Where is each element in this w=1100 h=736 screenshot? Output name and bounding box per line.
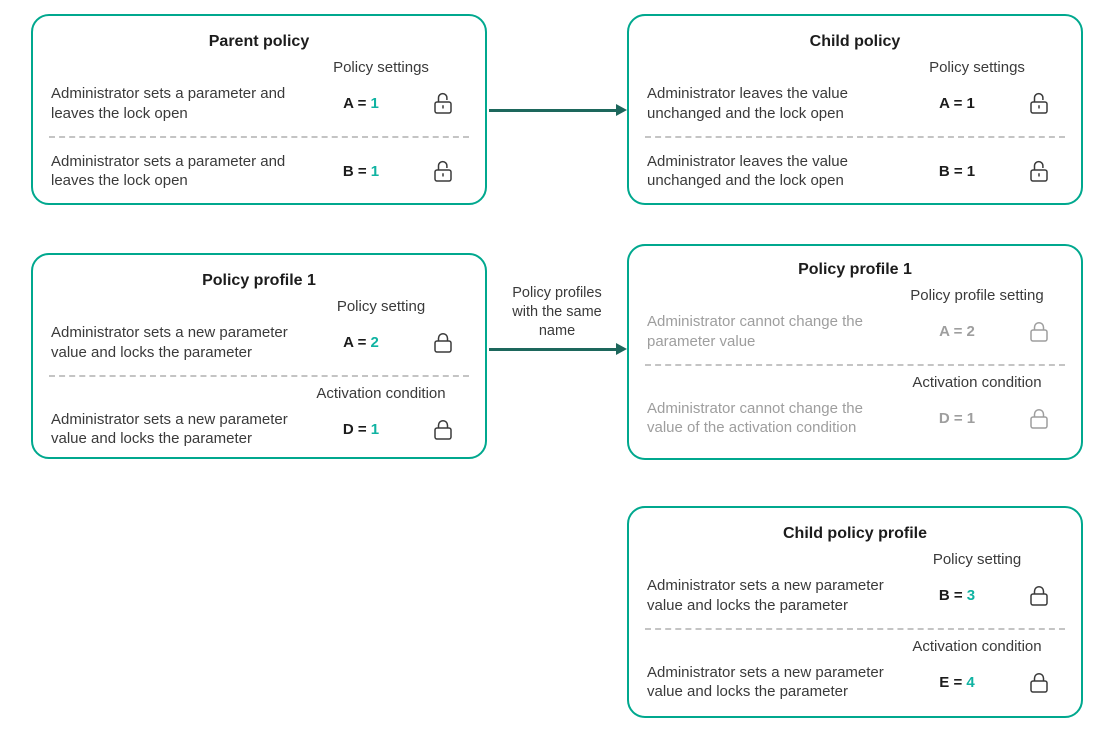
row-description: Administrator cannot change the value of… xyxy=(647,399,863,437)
param-value: 2 xyxy=(370,334,379,352)
section-heading: Policy settings xyxy=(333,59,429,76)
row-divider xyxy=(49,135,469,138)
policy-row: Administrator sets a new parameter value… xyxy=(645,657,1065,715)
policy-row: Administrator cannot change the paramete… xyxy=(645,306,1065,364)
row-divider xyxy=(645,135,1065,138)
row-description: Administrator sets a new parameter value… xyxy=(51,410,288,448)
row-value: E = 4 xyxy=(905,674,1009,691)
row-value: A = 1 xyxy=(905,95,1009,112)
param-name: A = xyxy=(939,95,963,113)
row-value: D = 1 xyxy=(309,421,413,438)
section-heading: Policy setting xyxy=(336,298,426,315)
param-name: A = xyxy=(343,334,367,352)
section-heading: Activation condition xyxy=(316,384,446,402)
param-value: 1 xyxy=(370,95,379,113)
closed-lock-icon xyxy=(1028,319,1050,344)
box-title: Policy profile 1 xyxy=(798,261,912,278)
row-description: Administrator sets a new parameter value… xyxy=(647,663,884,701)
row-value: B = 1 xyxy=(309,163,413,180)
policy-row: Administrator sets a parameter and leave… xyxy=(49,138,469,203)
policy-row: Administrator sets a parameter and leave… xyxy=(49,78,469,136)
row-value: B = 3 xyxy=(905,587,1009,604)
child-policy-box: Child policy Policy settings Administrat… xyxy=(627,14,1083,205)
box-title: Policy profile 1 xyxy=(202,272,316,289)
row-description: Administrator sets a parameter and leave… xyxy=(51,85,286,122)
row-description: Administrator sets a new parameter value… xyxy=(647,577,884,614)
row-divider xyxy=(645,627,1065,630)
policy-row: Administrator sets a new parameter value… xyxy=(49,404,469,457)
box-title: Child policy profile xyxy=(782,525,927,542)
section-heading: Activation condition xyxy=(912,637,1042,655)
param-name: D = xyxy=(938,409,963,427)
param-value: 4 xyxy=(966,673,975,691)
policy-row: Administrator leaves the value unchanged… xyxy=(645,78,1065,136)
open-lock-icon xyxy=(1028,91,1050,116)
row-value: A = 1 xyxy=(309,95,413,112)
param-value: 1 xyxy=(370,162,380,180)
row-value: B = 1 xyxy=(905,163,1009,180)
row-divider xyxy=(49,374,469,377)
row-value: A = 2 xyxy=(309,334,413,351)
closed-lock-icon xyxy=(1028,583,1050,608)
param-value: 1 xyxy=(966,162,976,180)
row-description: Administrator leaves the value unchanged… xyxy=(647,152,848,190)
param-name: B = xyxy=(342,162,367,180)
box-title: Parent policy xyxy=(208,33,310,50)
open-lock-icon xyxy=(432,159,454,184)
policy-row: Administrator cannot change the value of… xyxy=(645,393,1065,451)
policy-profile-1-child-box: Policy profile 1 Policy profile setting … xyxy=(627,244,1083,460)
arrow-parent-to-child xyxy=(489,104,627,116)
section-heading: Policy settings xyxy=(929,59,1025,76)
row-description: Administrator sets a parameter and leave… xyxy=(51,152,286,190)
param-value: 1 xyxy=(966,95,975,113)
open-lock-icon xyxy=(432,91,454,116)
open-lock-icon xyxy=(1028,159,1050,184)
param-value: 2 xyxy=(966,323,975,341)
parent-policy-box: Parent policy Policy settings Administra… xyxy=(31,14,487,205)
param-name: E = xyxy=(939,673,963,691)
closed-lock-icon xyxy=(1028,406,1050,431)
param-name: A = xyxy=(343,95,367,113)
policy-profile-1-box: Policy profile 1 Policy setting Administ… xyxy=(31,253,487,459)
param-name: B = xyxy=(938,162,963,180)
param-value: 1 xyxy=(966,409,976,427)
row-description: Administrator sets a new parameter value… xyxy=(51,324,288,361)
param-value: 1 xyxy=(370,420,380,438)
row-description: Administrator cannot change the paramete… xyxy=(647,313,863,350)
row-value: A = 2 xyxy=(905,323,1009,340)
closed-lock-icon xyxy=(432,330,454,355)
param-name: B = xyxy=(938,587,963,605)
box-title: Child policy xyxy=(809,33,901,50)
section-heading: Policy setting xyxy=(932,551,1022,568)
closed-lock-icon xyxy=(432,417,454,442)
param-name: D = xyxy=(342,420,367,438)
param-name: A = xyxy=(939,323,963,341)
row-description: Administrator leaves the value unchanged… xyxy=(647,85,848,122)
row-divider xyxy=(645,363,1065,366)
arrow-profile-to-profile xyxy=(489,343,627,355)
child-policy-profile-box: Child policy profile Policy setting Admi… xyxy=(627,506,1083,718)
section-heading: Policy profile setting xyxy=(910,287,1044,304)
policy-row: Administrator sets a new parameter value… xyxy=(645,570,1065,628)
policy-row: Administrator sets a new parameter value… xyxy=(49,317,469,375)
section-heading: Activation condition xyxy=(912,373,1042,391)
closed-lock-icon xyxy=(1028,670,1050,695)
arrow-label: Policy profiles with the same name xyxy=(512,285,602,339)
row-value: D = 1 xyxy=(905,410,1009,427)
param-value: 3 xyxy=(966,587,976,605)
policy-row: Administrator leaves the value unchanged… xyxy=(645,138,1065,203)
